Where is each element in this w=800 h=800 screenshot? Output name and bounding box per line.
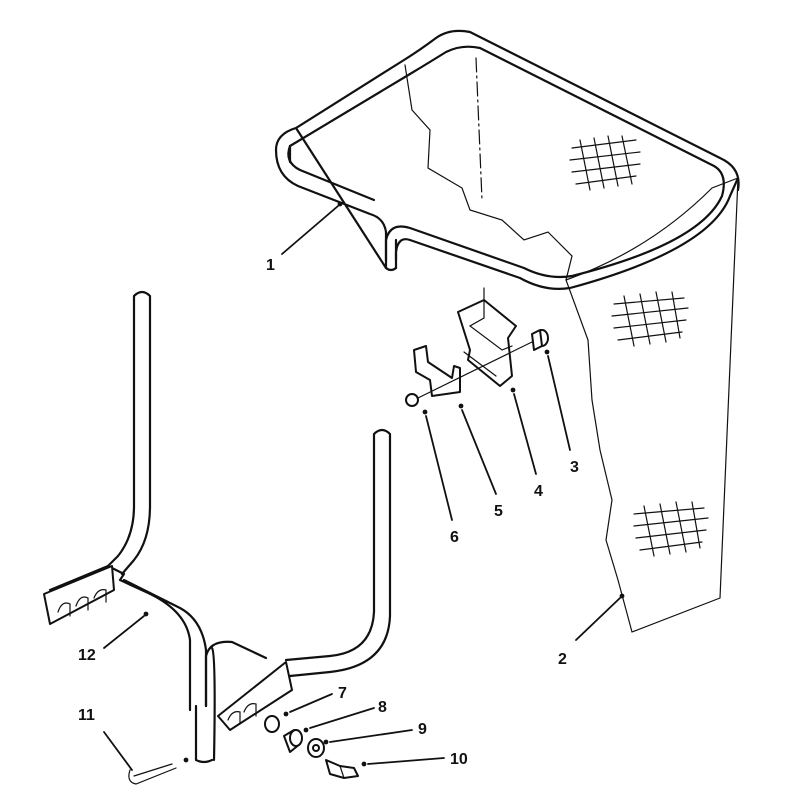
washer-part-9 [307,738,325,758]
pin-part-11 [128,763,177,785]
mesh-patch-bottom [633,501,709,557]
bolt-part-10 [325,759,359,779]
callout-numbers: 1 2 3 4 5 6 7 8 9 10 11 12 [78,257,579,768]
nut-part-6 [405,393,419,407]
callout-3: 3 [570,459,579,476]
spacer-part-8 [283,729,303,753]
callout-10: 10 [450,751,468,768]
right-support-tube [194,428,392,764]
mounting-bracket [457,287,517,387]
callout-11: 11 [78,707,95,724]
canopy-frame [274,29,740,290]
callout-8: 8 [378,699,387,716]
callout-5: 5 [494,503,503,520]
callout-9: 9 [418,721,427,738]
mesh-patch-top [569,135,641,191]
leader-lines [103,201,625,771]
callout-1: 1 [266,257,275,274]
mesh-patch-middle [611,291,689,347]
callout-12: 12 [78,647,96,664]
canopy-cover [404,57,739,633]
bolt-part-3 [417,329,549,399]
callout-4: 4 [534,483,543,500]
callout-6: 6 [450,529,459,546]
support-bar [43,290,208,712]
bushing-part-7 [264,715,280,733]
callout-7: 7 [338,685,347,702]
callout-2: 2 [558,651,567,668]
